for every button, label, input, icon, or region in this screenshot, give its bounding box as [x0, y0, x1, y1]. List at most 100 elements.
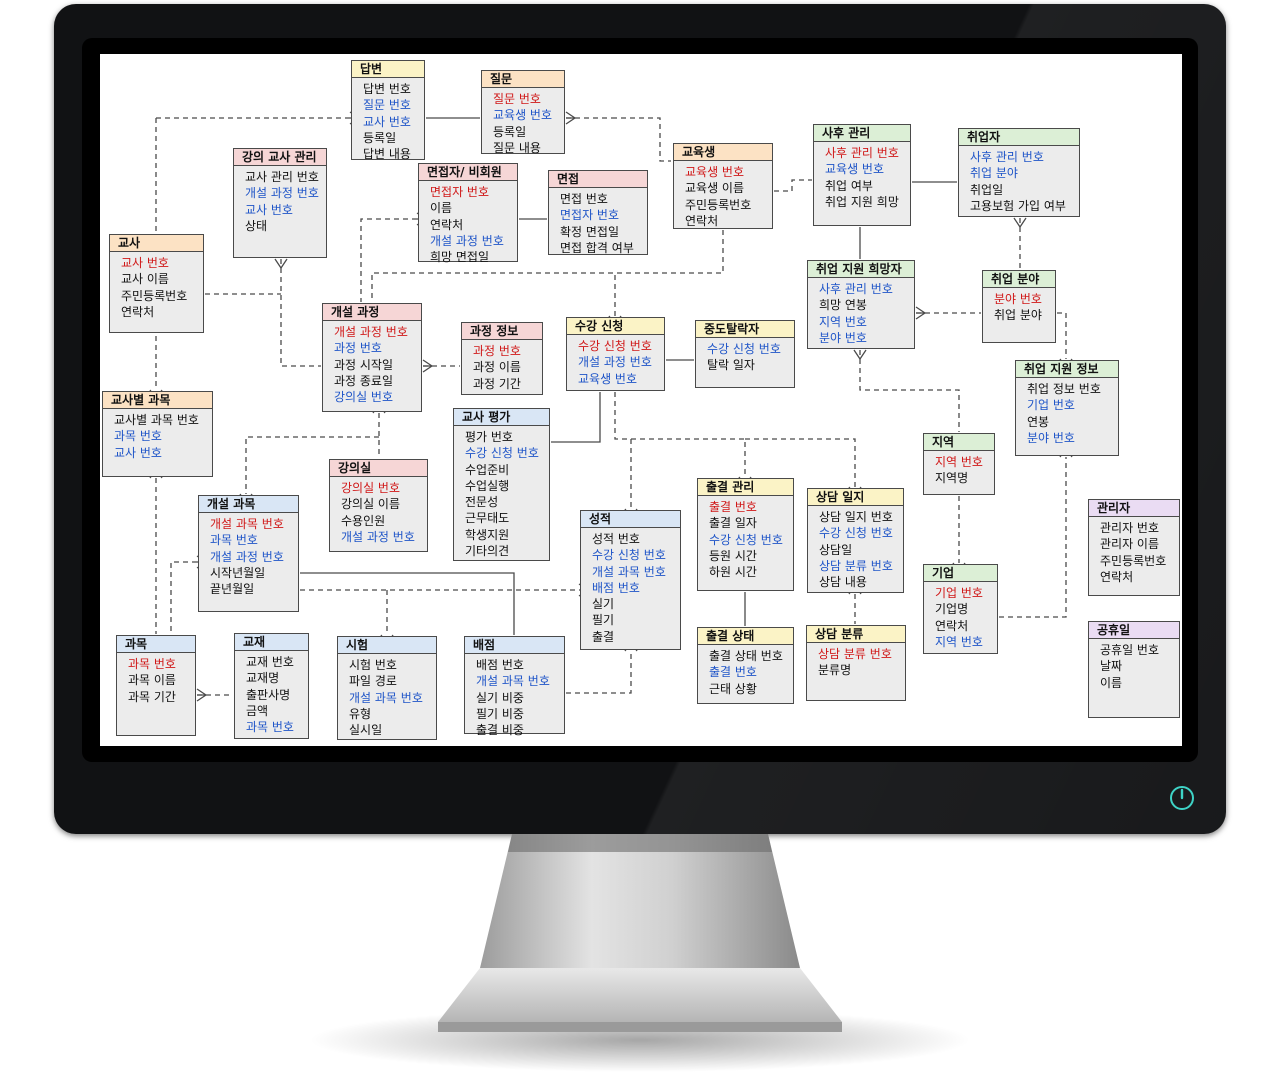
attribute: 분류명	[818, 663, 852, 678]
foreign-key-attribute: 배점 번호	[592, 580, 640, 595]
foreign-key-attribute: 개설 과정 번호	[210, 549, 284, 564]
attribute: 희망 연봉	[819, 298, 867, 313]
foreign-key-attribute: 교육생 번호	[578, 371, 638, 386]
attribute: 근무태도	[465, 511, 510, 526]
attribute: 연락처	[935, 618, 969, 633]
attribute: 면접 번호	[560, 192, 608, 206]
attribute: 하원 시간	[709, 565, 757, 580]
attribute: 수업준비	[465, 462, 510, 477]
attribute: 과목 이름	[128, 673, 176, 688]
primary-key-attribute: 출결 번호	[709, 500, 757, 514]
entity-title: 교사 평가	[454, 409, 549, 426]
attribute: 질문 내용	[493, 140, 541, 155]
attribute: 상담 일지 번호	[819, 510, 893, 524]
power-icon[interactable]	[1168, 784, 1196, 812]
attribute: 시험 번호	[349, 658, 397, 672]
relationship-line	[300, 572, 515, 635]
entity-title: 교재	[235, 634, 308, 651]
attribute: 연락처	[430, 217, 464, 232]
attribute: 연봉	[1027, 414, 1050, 429]
foreign-key-attribute: 개설 과목 번호	[476, 674, 550, 689]
attribute: 취업일	[970, 182, 1004, 197]
attribute: 취업 여부	[825, 178, 873, 193]
entity-title: 면접	[549, 171, 647, 188]
foreign-key-attribute: 수강 신청 번호	[709, 532, 783, 547]
entity-title: 취업 지원 정보	[1016, 361, 1118, 378]
attribute: 상담일	[819, 542, 853, 557]
attribute: 지역명	[935, 471, 969, 486]
attribute: 면접 합격 여부	[560, 240, 634, 255]
entity-title: 공휴일	[1089, 622, 1179, 639]
attribute: 성적 번호	[592, 532, 640, 546]
entity-title: 시험	[338, 637, 436, 654]
entity-title: 교사	[110, 235, 203, 252]
primary-key-attribute: 과목 번호	[128, 657, 176, 671]
entity-title: 사후 관리	[814, 125, 910, 142]
attribute: 수업실행	[465, 478, 510, 493]
foreign-key-attribute: 교사 번호	[363, 114, 411, 129]
attribute: 시작년월일	[210, 565, 266, 580]
foreign-key-attribute: 개설 과정 번호	[341, 529, 415, 544]
relationship-line	[566, 651, 632, 694]
foreign-key-attribute: 과정 번호	[334, 341, 382, 356]
attribute: 출판사명	[246, 687, 291, 702]
foreign-key-attribute: 개설 과목 번호	[592, 564, 666, 579]
foreign-key-attribute: 개설 과목 번호	[349, 690, 423, 705]
attribute: 주민등록번호	[685, 197, 752, 212]
attribute: 근태 상황	[709, 681, 757, 696]
foreign-key-attribute: 과목 번호	[114, 429, 162, 444]
relationship-line	[999, 457, 1067, 618]
entity-title: 강의실	[330, 460, 427, 477]
attribute: 출결 일자	[709, 516, 757, 531]
entity-title: 상담 분류	[807, 626, 905, 643]
primary-key-attribute: 질문 번호	[493, 92, 541, 106]
foreign-key-attribute: 사후 관리 번호	[819, 282, 893, 296]
attribute: 등원 시간	[709, 548, 757, 563]
entity-title: 기업	[924, 565, 997, 582]
attribute: 상태	[245, 218, 268, 233]
relationship-line	[1057, 312, 1067, 359]
